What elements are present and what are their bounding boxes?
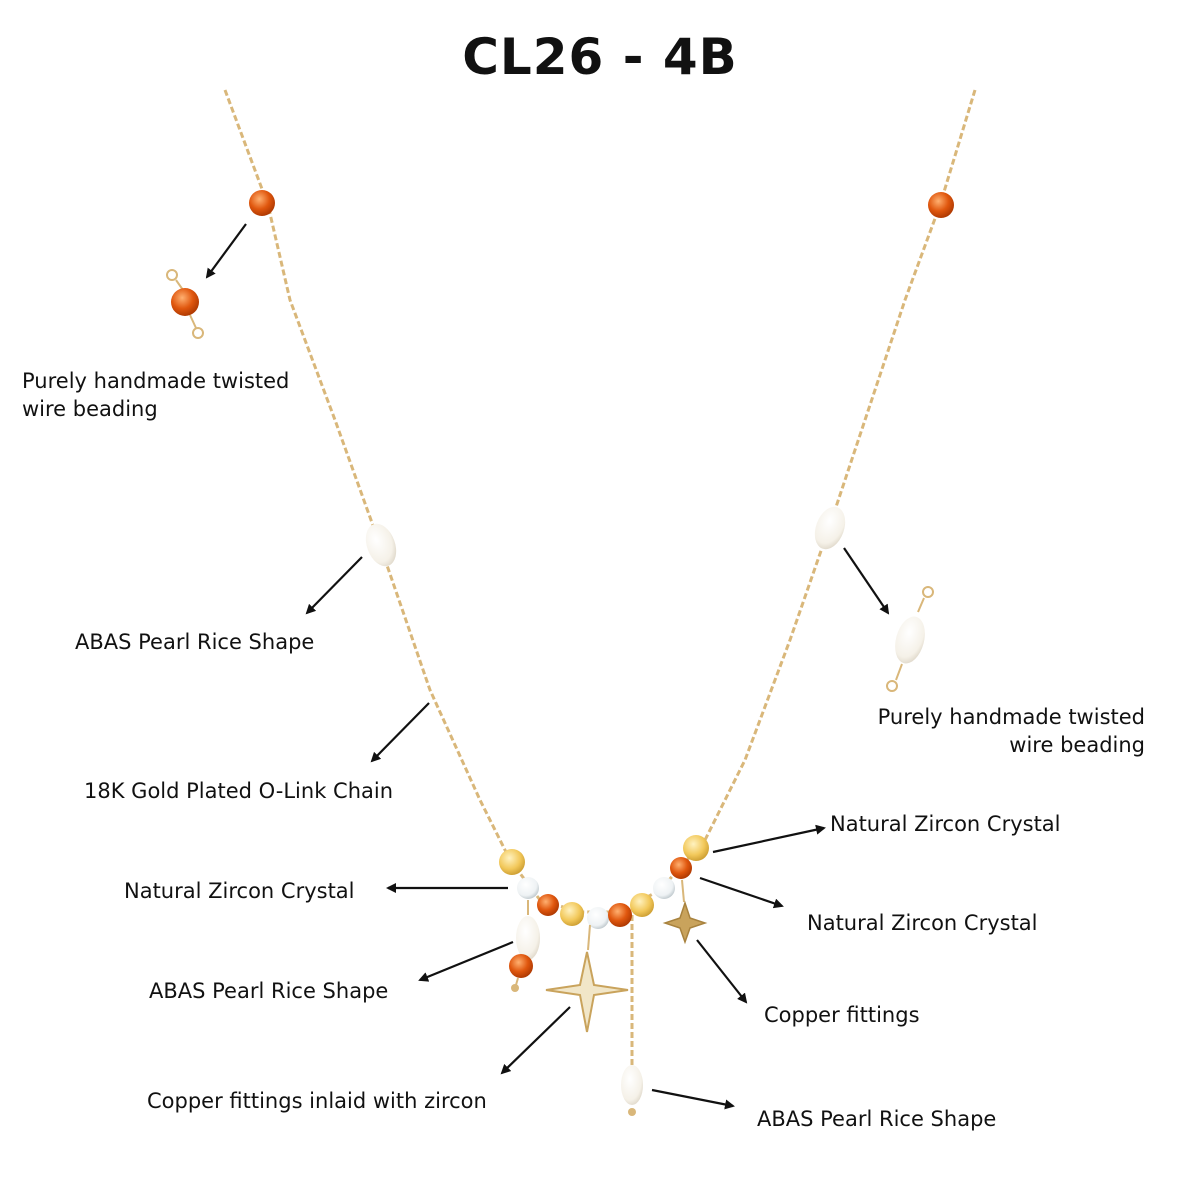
label-zircon-right-lower: Natural Zircon Crystal (807, 911, 1038, 935)
label-wire-beading-right: Purely handmade twisted wire beading (878, 703, 1145, 759)
callout-arrows (205, 223, 890, 1110)
arrow-copper (696, 939, 748, 1004)
arrow-pearl-upper-left (305, 556, 363, 615)
arrow-wire-beading-left (205, 223, 247, 279)
loose-pearl-piece (886, 586, 934, 692)
chain-beads (249, 190, 954, 929)
arrow-zircon-right-upper (712, 824, 826, 854)
label-wire-beading-left-line1: Purely handmade twisted (22, 369, 290, 393)
label-pearl-upper-left: ABAS Pearl Rice Shape (75, 630, 315, 654)
arrow-pearl-lower-left (418, 940, 514, 982)
label-zircon-right-upper: Natural Zircon Crystal (830, 812, 1061, 836)
pendant-pearl-drop (621, 1065, 643, 1116)
label-wire-beading-left: Purely handmade twisted wire beading (22, 367, 289, 423)
label-pearl-lower-left: ABAS Pearl Rice Shape (149, 979, 389, 1003)
label-copper: Copper fittings (764, 1003, 920, 1027)
product-title: CL26 - 4B (462, 28, 738, 86)
label-chain: 18K Gold Plated O-Link Chain (84, 779, 394, 803)
label-wire-beading-left-line2: wire beading (22, 397, 158, 421)
chain-left-strand (223, 89, 512, 861)
chain-right-strand (703, 89, 977, 841)
pendant-copper-star (662, 879, 708, 945)
arrow-chain (370, 702, 430, 763)
label-wire-beading-right-line2: wire beading (1009, 733, 1145, 757)
pendant-zircon-cross (545, 924, 629, 1033)
pendant-pearl-orange (509, 900, 540, 992)
arrow-pearl-bottom (651, 1088, 735, 1110)
label-zircon-left: Natural Zircon Crystal (124, 879, 355, 903)
label-copper-zircon: Copper fittings inlaid with zircon (147, 1089, 487, 1113)
arrow-wire-beading-right (843, 547, 890, 615)
arrow-copper-zircon (500, 1006, 571, 1075)
arrow-zircon-right-lower (699, 876, 784, 909)
loose-orange-bead-piece (166, 269, 204, 339)
label-wire-beading-right-line1: Purely handmade twisted (877, 705, 1145, 729)
label-pearl-bottom: ABAS Pearl Rice Shape (757, 1107, 997, 1131)
